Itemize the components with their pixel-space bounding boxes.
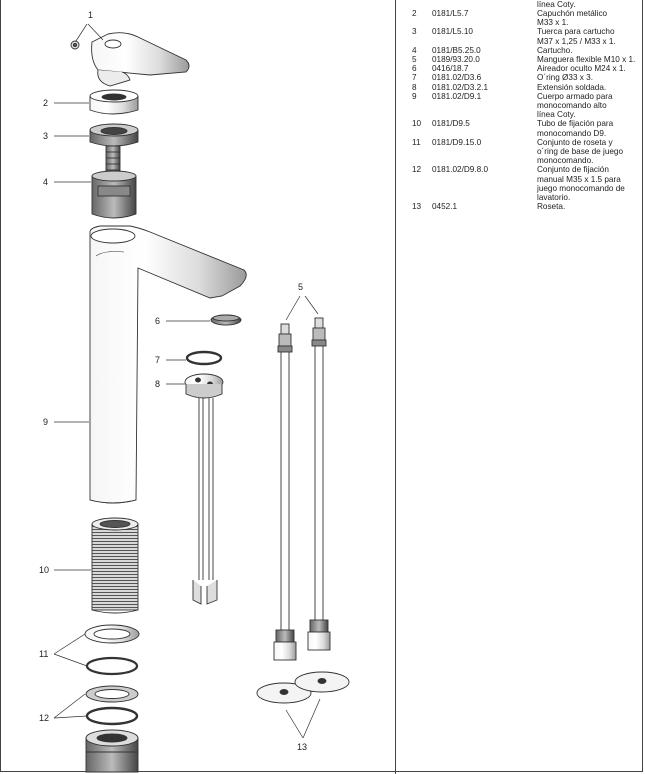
callout-2: 2 [43,98,48,108]
parts-list-row: 13 0452.1 Roseta. [412,202,637,211]
callout-8: 8 [155,379,160,389]
column-divider [395,0,396,774]
callout-5: 5 [298,282,303,292]
parts-list-row: 11 0181/D9.15.0 Conjunto de roseta y o´rin… [412,138,637,166]
callout-9: 9 [43,417,48,427]
part-desc: O´ring Ø33 x 3. [537,73,593,83]
callout-4: 4 [43,177,48,187]
part-code: 0181.02/D3.2.1 [432,82,488,92]
part-num: 6 [412,64,417,74]
manual-fixing-set [53,685,139,773]
part-num: 13 [412,202,422,212]
part-code: 0181/D9.5 [432,119,470,129]
parts-list-row: 8 0181.02/D3.2.1 Extensión soldada. [412,83,637,92]
part-desc: Extensión soldada. [537,82,607,92]
callout-13: 13 [297,742,307,752]
callout-7: 7 [155,355,160,365]
part-desc: Conjunto de roseta y o´ring de base de j… [537,137,624,166]
o-ring-33 [166,350,223,366]
parts-list-row: 2 0181/L5.7 Capuchón metálico M33 x 1. [412,9,637,27]
part-num: 2 [412,9,417,18]
parts-list-fragment: línea Coty. [412,0,637,9]
parts-list-row: 3 0181/L5.10 Tuerca para cartucho M37 x 1,… [412,27,637,45]
metal-cap [54,89,139,115]
part-num: 8 [412,82,417,92]
flexible-hoses [273,295,331,661]
part-code: 0181.02/D3.6 [432,73,482,83]
parts-list-row: 4 0181/B5.25.0 Cartucho. [412,46,637,55]
parts-list-row: 6 0416/18.7 Aireador oculto M24 x 1. [412,64,637,73]
part-desc: Cartucho. [537,45,573,55]
cartridge-nut [54,123,139,147]
part-code: 0181/L5.10 [432,27,473,37]
parts-list-row: 5 0189/93.20.0 Manguera flexible M10 x 1. [412,55,637,64]
parts-list-row: 9 0181.02/D9.1 Cuerpo armado para monocoma… [412,92,637,120]
part-num: 10 [412,119,422,129]
part-desc: Manguera flexible M10 x 1. [537,55,636,65]
exploded-drawing: 1 2 3 4 5 6 7 8 9 10 11 12 13 [39,10,350,773]
part-num: 5 [412,55,417,65]
callout-10: 10 [39,565,49,575]
callout-3: 3 [43,131,48,141]
part-desc: Aireador oculto M24 x 1. [537,64,626,74]
part-num: 9 [412,91,417,101]
fragment-text: línea Coty. [537,0,576,9]
part-num: 7 [412,73,417,83]
part-code: 0416/18.7 [432,64,469,74]
aerator [166,314,242,326]
parts-list-row: 10 0181/D9.5 Tubo de fijación para monocom… [412,119,637,137]
base-rosette-set [53,624,140,676]
part-num: 3 [412,27,417,37]
part-code: 0181/D9.15.0 [432,137,482,147]
part-num: 12 [412,165,422,175]
fixing-tube [54,517,139,614]
part-desc: Roseta. [537,202,566,212]
faucet-body [54,225,247,504]
part-code: 0181.02/D9.8.0 [432,165,488,175]
cartridge [54,145,137,219]
handle-screw [70,23,88,50]
part-code: 0189/93.20.0 [432,55,480,65]
parts-list: línea Coty. 2 0181/L5.7 Capuchón metálico … [412,0,637,211]
callout-6: 6 [155,316,160,326]
part-num: 4 [412,45,417,55]
parts-list-row: 7 0181.02/D3.6 O´ring Ø33 x 3. [412,73,637,82]
part-code: 0181/L5.7 [432,9,469,18]
rosettes [256,671,350,739]
callout-1: 1 [88,10,93,20]
welded-extension [166,373,224,605]
parts-list-rows: 2 0181/L5.7 Capuchón metálico M33 x 1. 3 018… [412,9,637,211]
part-code: 0181.02/D9.1 [432,91,482,101]
part-num: 11 [412,137,421,147]
part-code: 0452.1 [432,202,458,212]
part-code: 0181/B5.25.0 [432,45,481,55]
part-desc: Conjunto de fijación manual M35 x 1.5 pa… [537,165,625,203]
parts-list-row: 12 0181.02/D9.8.0 Conjunto de fijación man… [412,165,637,202]
callout-12: 12 [39,713,49,723]
handle-lever [87,23,190,87]
part-desc: Capuchón metálico M33 x 1. [537,9,608,28]
callout-11: 11 [39,649,48,659]
part-desc: Cuerpo armado para monocomando alto líne… [537,91,613,120]
part-desc: Tuerca para cartucho M37 x 1,25 / M33 x … [537,27,616,46]
part-desc: Tubo de fijación para monocomando D9. [537,119,614,138]
